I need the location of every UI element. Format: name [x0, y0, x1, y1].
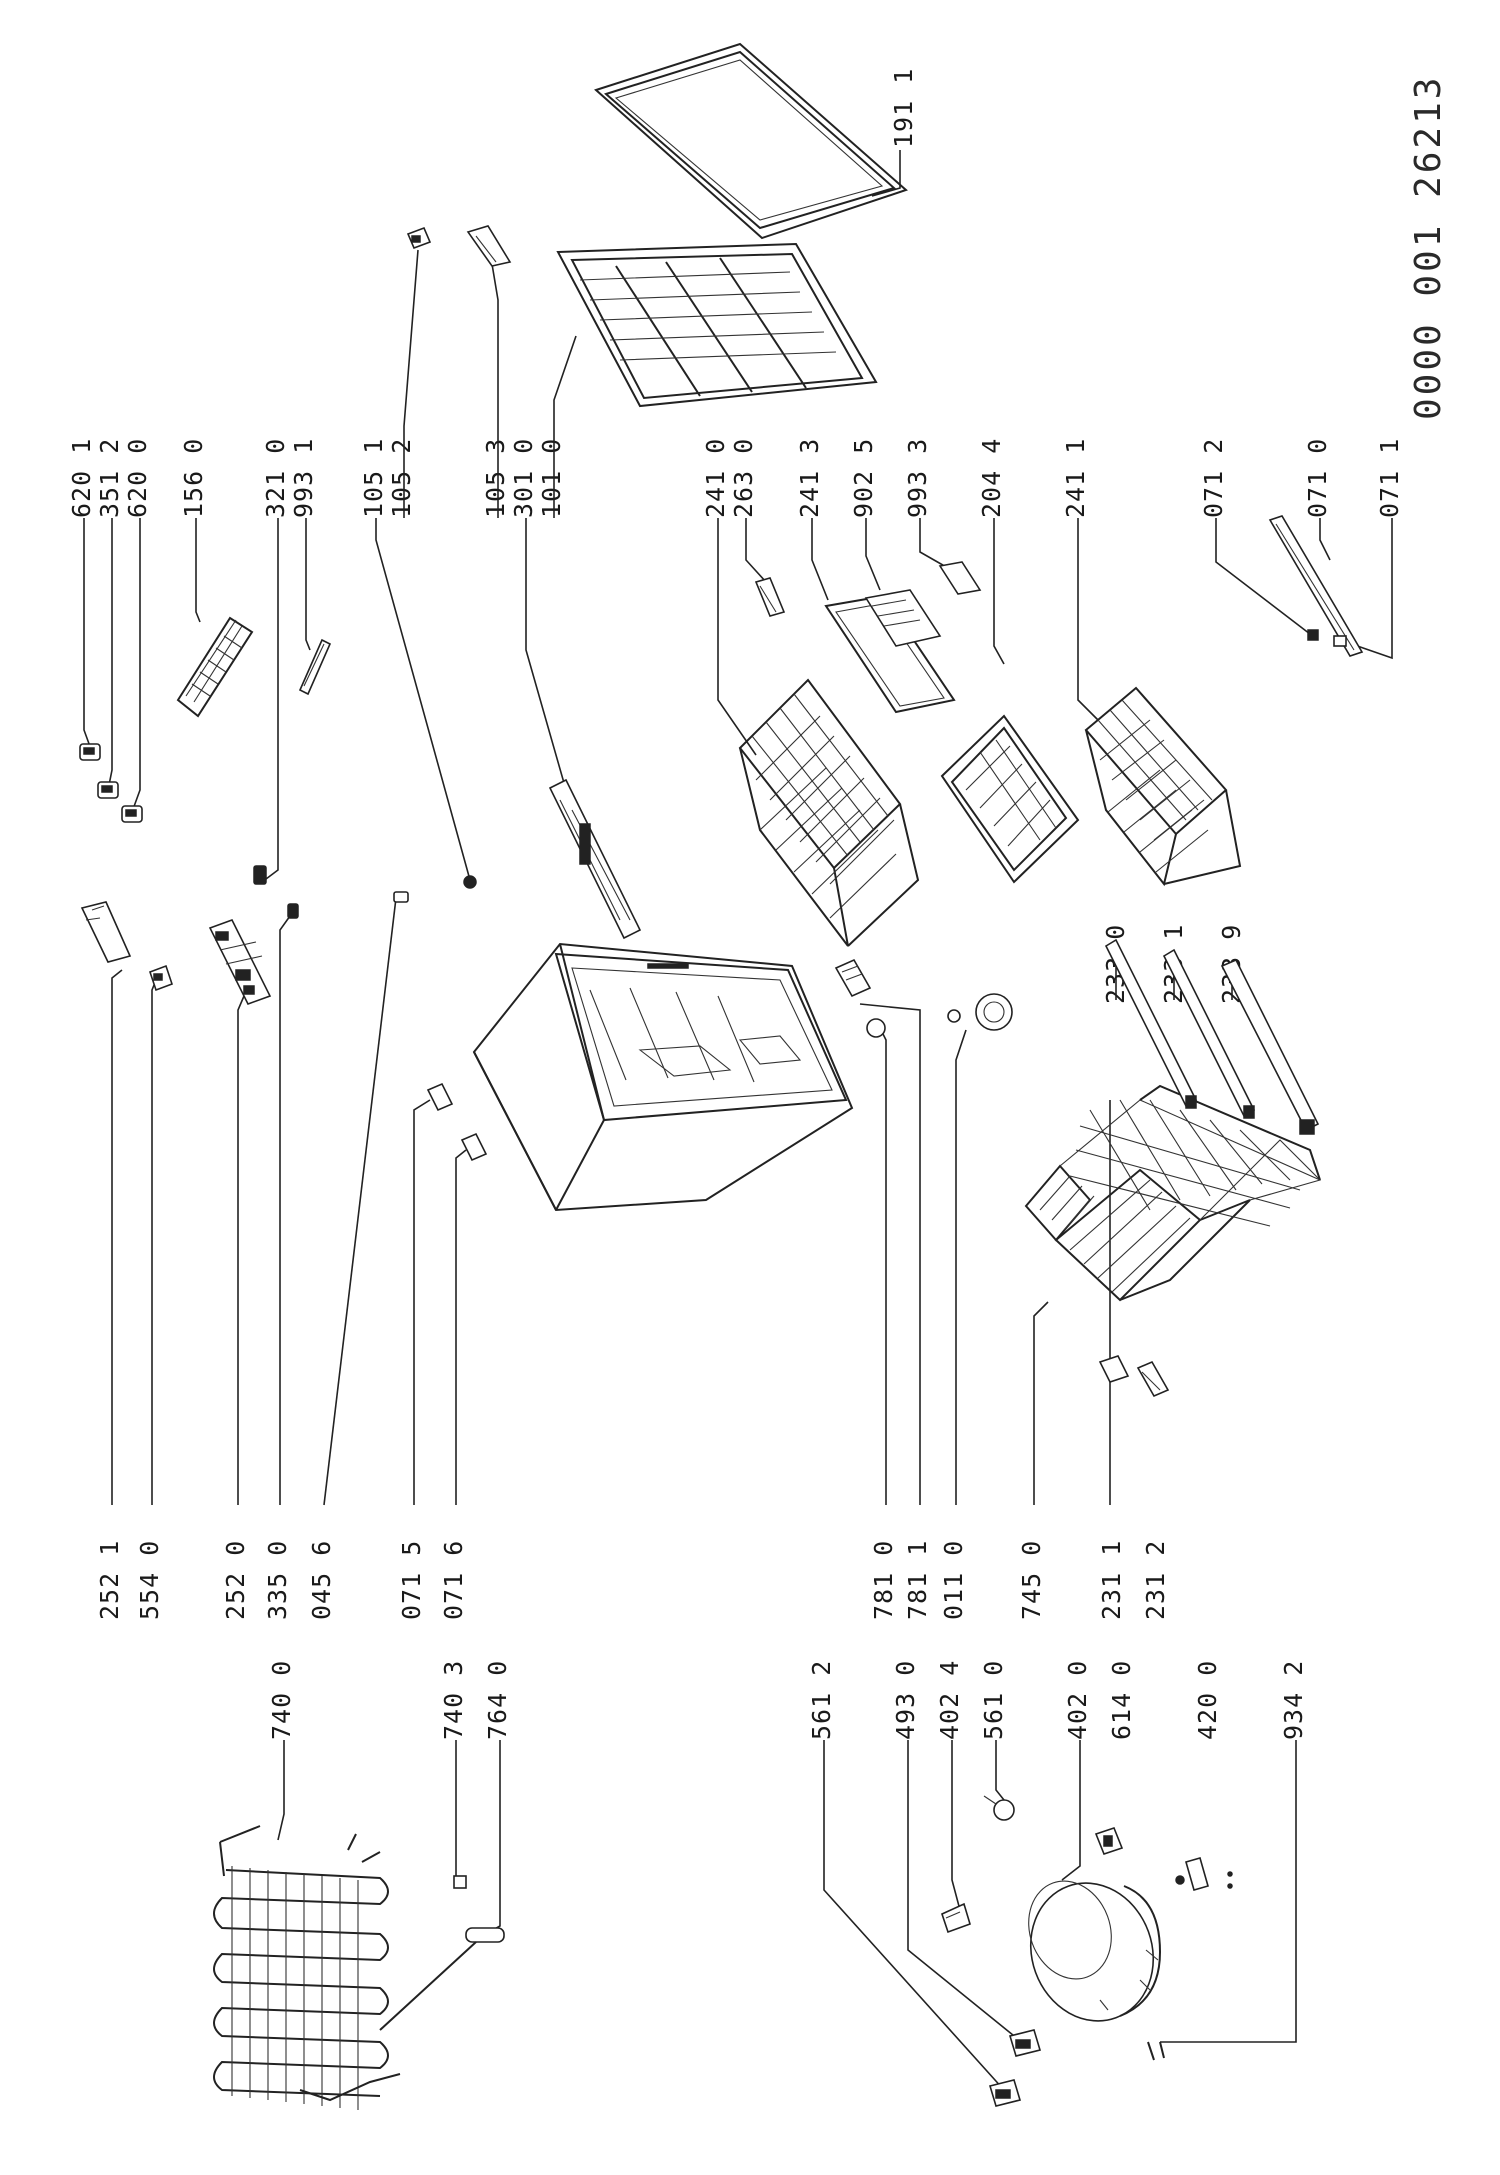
evaporator-coil — [213, 1825, 505, 2110]
label-781-0: 781 0 — [869, 1540, 898, 1620]
label-620-0: 620 0 — [123, 438, 152, 518]
wire-basket-top — [738, 678, 920, 947]
label-335-0: 335 0 — [263, 1540, 292, 1620]
control-knob-parts — [834, 958, 1013, 1038]
ice-cube-tray — [176, 616, 254, 718]
label-101-0: 101 0 — [537, 438, 566, 518]
condenser-wire-frame — [1024, 1084, 1322, 1302]
label-402-4: 402 4 — [935, 1660, 964, 1740]
lamp-cover — [80, 901, 132, 963]
label-045-6: 045 6 — [307, 1540, 336, 1620]
label-105-3: 105 3 — [481, 438, 510, 518]
label-105-1: 105 1 — [359, 438, 388, 518]
label-156-0: 156 0 — [179, 438, 208, 518]
door-trim-strip — [548, 778, 642, 940]
support-rails — [1104, 938, 1320, 1135]
lamp-socket — [148, 964, 174, 992]
label-204-4: 204 4 — [977, 438, 1006, 518]
small-fasteners — [253, 865, 477, 919]
bottom-hinge-parts — [1268, 515, 1364, 657]
compressor-bracket — [941, 1902, 971, 1934]
thermostat-housing — [208, 919, 272, 1005]
label-620-1: 620 1 — [67, 438, 96, 518]
label-902-5: 902 5 — [849, 438, 878, 518]
label-241-0: 241 0 — [701, 438, 730, 518]
freezer-cabinet — [472, 942, 854, 1212]
label-934-2: 934 2 — [1279, 1660, 1308, 1740]
label-191-1: 191 1 — [889, 68, 918, 148]
label-071-0: 071 0 — [1303, 438, 1332, 518]
label-105-2: 105 2 — [387, 438, 416, 518]
label-561-0: 561 0 — [979, 1660, 1008, 1740]
label-071-1: 071 1 — [1375, 438, 1404, 518]
label-071-6: 071 6 — [439, 1540, 468, 1620]
part-labels: 191 1 620 1 351 2 620 0 156 0 321 0 993 … — [67, 68, 1404, 1740]
label-781-1: 781 1 — [903, 1540, 932, 1620]
label-011-0: 011 0 — [939, 1540, 968, 1620]
thermostat-knob-parts — [79, 743, 143, 823]
label-321-0: 321 0 — [261, 438, 290, 518]
label-071-2: 071 2 — [1199, 438, 1228, 518]
label-231-1: 231 1 — [1097, 1540, 1126, 1620]
label-745-0: 745 0 — [1017, 1540, 1046, 1620]
wire-frame-clips — [1098, 1355, 1170, 1398]
label-241-1: 241 1 — [1061, 438, 1090, 518]
label-241-3: 241 3 — [795, 438, 824, 518]
drain-tube — [1147, 2041, 1165, 2061]
compressor-electricals — [983, 1795, 1233, 1891]
label-740-0: 740 0 — [267, 1660, 296, 1740]
label-764-0: 764 0 — [483, 1660, 512, 1740]
door-seal-frame — [594, 42, 908, 240]
label-993-1: 993 1 — [289, 438, 318, 518]
label-231-2: 231 2 — [1141, 1540, 1170, 1620]
label-561-2: 561 2 — [807, 1660, 836, 1740]
label-740-3: 740 3 — [439, 1660, 468, 1740]
label-402-0: 402 0 — [1063, 1660, 1092, 1740]
compressor — [1028, 1880, 1162, 2022]
wire-basket-lower — [1084, 686, 1242, 887]
label-493-0: 493 0 — [891, 1660, 920, 1740]
label-252-1: 252 1 — [95, 1540, 124, 1620]
cabinet-feet — [426, 1082, 488, 1162]
bottom-small-parts — [988, 2029, 1042, 2107]
door-hinge-parts — [406, 225, 512, 267]
label-993-3: 993 3 — [903, 438, 932, 518]
door-panel — [556, 242, 878, 408]
handle-strip — [298, 638, 332, 696]
basket-handle-strip — [754, 577, 786, 617]
label-351-2: 351 2 — [95, 438, 124, 518]
label-252-0: 252 0 — [221, 1540, 250, 1620]
label-301-0: 301 0 — [509, 438, 538, 518]
flap-tray — [824, 561, 982, 714]
document-number: 0000 001 26213 — [1408, 75, 1449, 420]
label-614-0: 614 0 — [1107, 1660, 1136, 1740]
label-420-0: 420 0 — [1193, 1660, 1222, 1740]
label-071-5: 071 5 — [397, 1540, 426, 1620]
label-263-0: 263 0 — [729, 438, 758, 518]
shelf-tray — [940, 714, 1080, 884]
label-554-0: 554 0 — [135, 1540, 164, 1620]
